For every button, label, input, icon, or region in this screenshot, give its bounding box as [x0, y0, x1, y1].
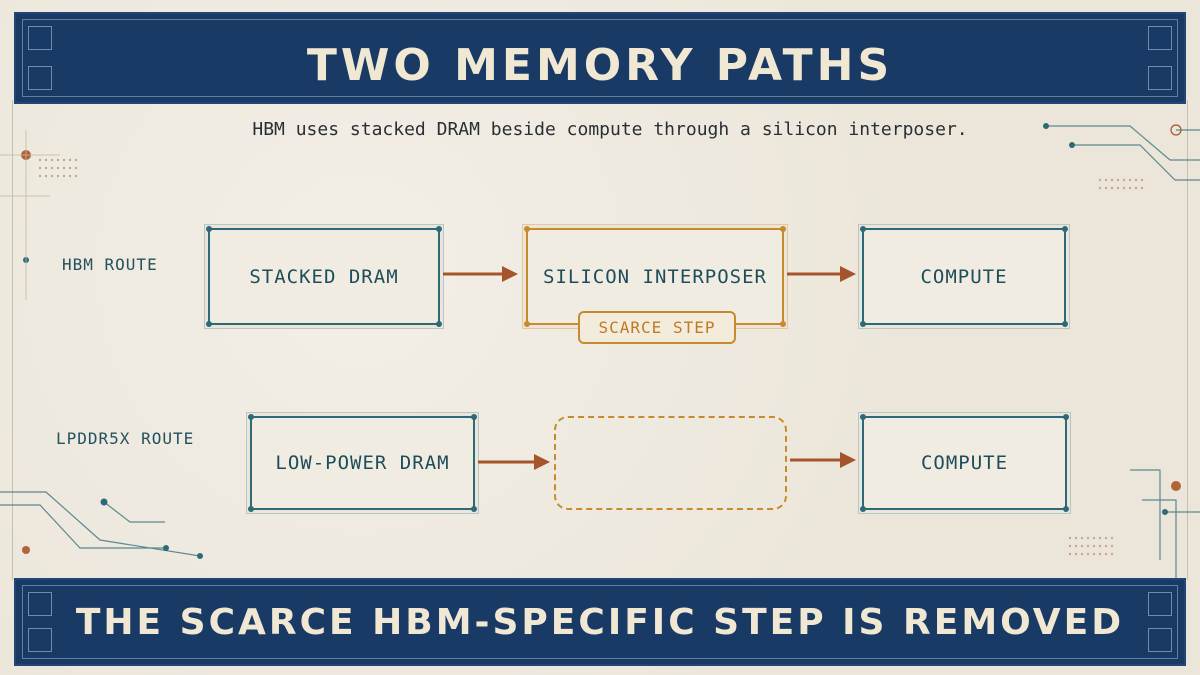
banner-corner-ornament	[1148, 66, 1172, 90]
corner-node	[524, 226, 530, 232]
conclusion-banner-border	[22, 585, 1178, 659]
corner-node	[436, 321, 442, 327]
title-banner: TWO MEMORY PATHS	[14, 12, 1186, 104]
low-power-dram-box: LOW-POWER DRAM	[248, 414, 477, 512]
arrow-gap-to-compute	[790, 452, 856, 468]
corner-node	[860, 414, 866, 420]
corner-node	[780, 321, 786, 327]
corner-node	[860, 506, 866, 512]
page-title: TWO MEMORY PATHS	[306, 40, 894, 91]
removed-step-placeholder	[554, 416, 787, 510]
banner-corner-ornament	[28, 628, 52, 652]
hbm-route-label: HBM ROUTE	[62, 255, 158, 274]
banner-corner-ornament	[1148, 592, 1172, 616]
lpddr-compute-box: COMPUTE	[860, 414, 1069, 512]
banner-corner-ornament	[28, 66, 52, 90]
corner-node	[524, 321, 530, 327]
corner-node	[471, 506, 477, 512]
corner-node	[206, 321, 212, 327]
subtitle: HBM uses stacked DRAM beside compute thr…	[252, 119, 968, 140]
corner-node	[860, 226, 866, 232]
banner-corner-ornament	[1148, 26, 1172, 50]
lpddr-compute-label: COMPUTE	[920, 452, 1009, 474]
arrow-lpdram-to-gap	[478, 454, 550, 470]
stacked-dram-box: STACKED DRAM	[206, 226, 442, 327]
silicon-interposer-label: SILICON INTERPOSER	[543, 266, 767, 288]
low-power-dram-label: LOW-POWER DRAM	[275, 452, 450, 474]
corner-node	[248, 506, 254, 512]
frame-border	[12, 100, 1188, 580]
corner-node	[436, 226, 442, 232]
corner-node	[1063, 506, 1069, 512]
title-banner-border	[22, 19, 1178, 97]
hbm-compute-box: COMPUTE	[860, 226, 1068, 327]
lpddr5x-route-label: LPDDR5X ROUTE	[56, 429, 195, 448]
corner-node	[1062, 321, 1068, 327]
conclusion-text: THE SCARCE HBM-SPECIFIC STEP IS REMOVED	[75, 602, 1125, 643]
arrow-interposer-to-compute	[787, 266, 856, 282]
corner-node	[1062, 226, 1068, 232]
corner-node	[248, 414, 254, 420]
corner-node	[471, 414, 477, 420]
conclusion-banner: THE SCARCE HBM-SPECIFIC STEP IS REMOVED	[14, 578, 1186, 666]
scarce-step-label: SCARCE STEP	[598, 318, 716, 337]
corner-node	[206, 226, 212, 232]
corner-node	[860, 321, 866, 327]
banner-corner-ornament	[28, 592, 52, 616]
corner-node	[1063, 414, 1069, 420]
stacked-dram-label: STACKED DRAM	[249, 265, 399, 288]
corner-node	[780, 226, 786, 232]
hbm-compute-label: COMPUTE	[920, 265, 1008, 288]
scarce-step-badge: SCARCE STEP	[578, 311, 736, 344]
arrow-dram-to-interposer	[443, 266, 518, 282]
banner-corner-ornament	[28, 26, 52, 50]
banner-corner-ornament	[1148, 628, 1172, 652]
